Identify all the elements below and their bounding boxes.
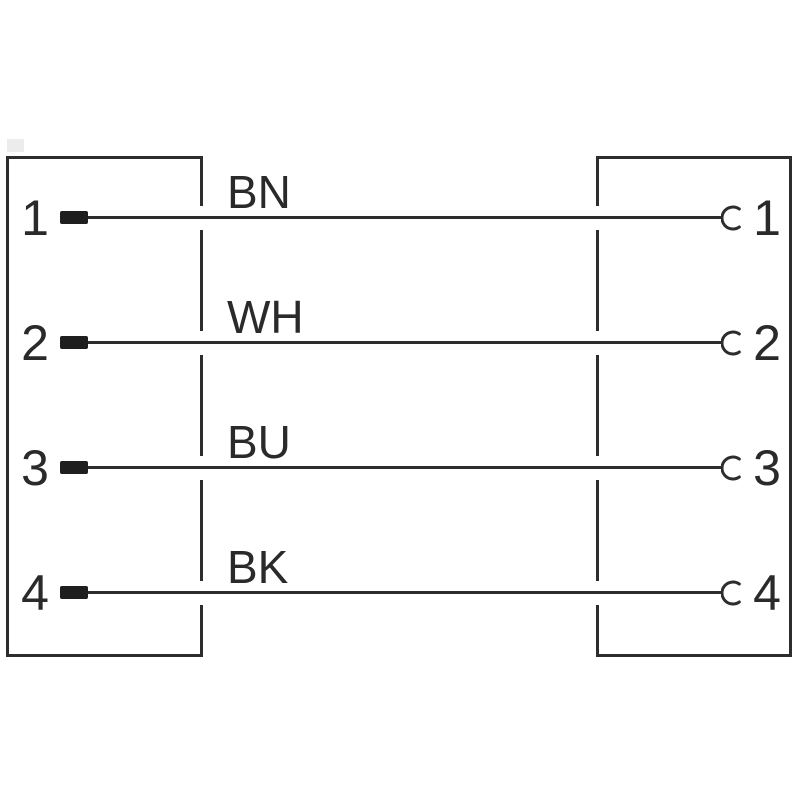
- right-pin-number: 2: [753, 315, 781, 371]
- wire-line: [88, 591, 723, 594]
- left-pin-number: 2: [21, 315, 49, 371]
- wire-line: [88, 216, 723, 219]
- right-pin-number: 4: [753, 565, 781, 621]
- socket-contact-icon: [721, 455, 741, 481]
- left-pin-number: 1: [21, 190, 49, 246]
- wire-color-label: WH: [227, 291, 304, 343]
- wire-color-label: BU: [227, 416, 291, 468]
- wire-line: [88, 466, 723, 469]
- socket-contact-icon: [721, 205, 741, 231]
- socket-contact-icon: [721, 580, 741, 606]
- right-pin-number: 1: [753, 190, 781, 246]
- right-connector-box: [596, 156, 792, 657]
- right-pin-number: 3: [753, 440, 781, 496]
- wire-line: [88, 341, 723, 344]
- pin-contact-icon: [60, 211, 88, 224]
- wire-color-label: BN: [227, 166, 291, 218]
- wire-color-label: BK: [227, 541, 289, 593]
- pin-contact-icon: [60, 336, 88, 349]
- faint-square-artifact: [7, 139, 24, 152]
- pin-contact-icon: [60, 586, 88, 599]
- left-pin-number: 4: [21, 565, 49, 621]
- socket-contact-icon: [721, 330, 741, 356]
- left-connector-box: [6, 156, 203, 657]
- left-pin-number: 3: [21, 440, 49, 496]
- pin-contact-icon: [60, 461, 88, 474]
